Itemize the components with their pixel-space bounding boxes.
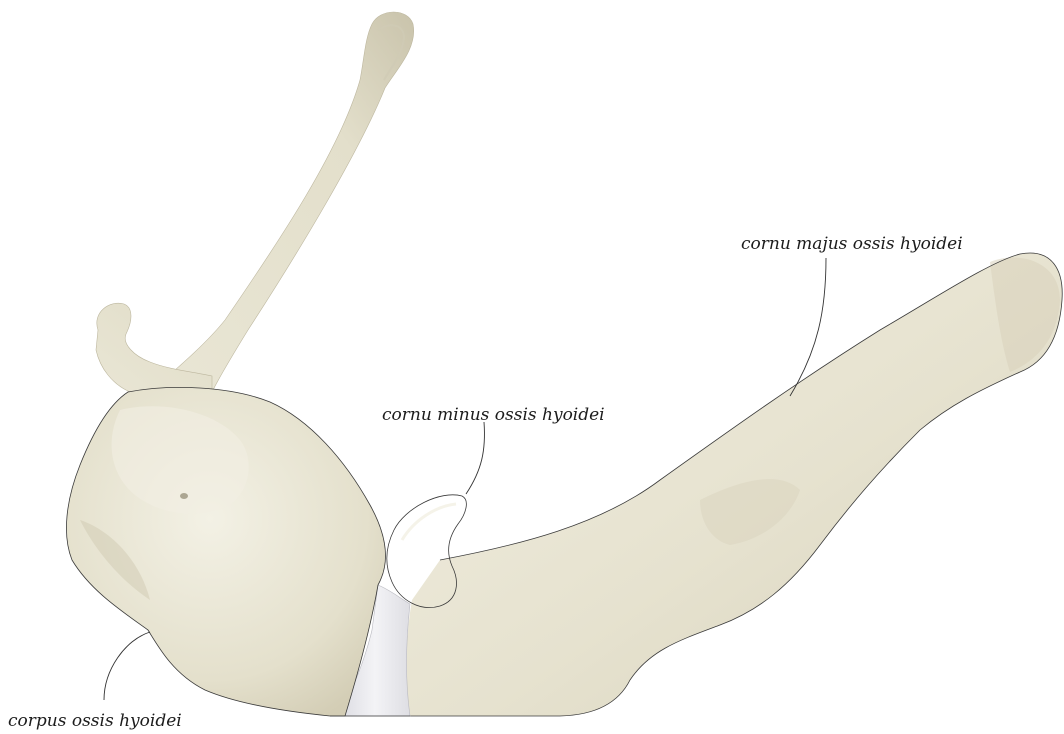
cornu-minus-leader bbox=[466, 422, 484, 494]
stylohyoid-process bbox=[150, 12, 414, 392]
cornu-majus-label: cornu majus ossis hyoidei bbox=[741, 234, 963, 254]
cornu-minus-label: cornu minus ossis hyoidei bbox=[382, 405, 605, 425]
cornu-majus-shape bbox=[406, 253, 1062, 716]
corpus-shape bbox=[66, 387, 410, 716]
corpus-label: corpus ossis hyoidei bbox=[8, 711, 182, 731]
corpus-leader bbox=[104, 632, 150, 700]
left-hook-process bbox=[96, 303, 212, 392]
